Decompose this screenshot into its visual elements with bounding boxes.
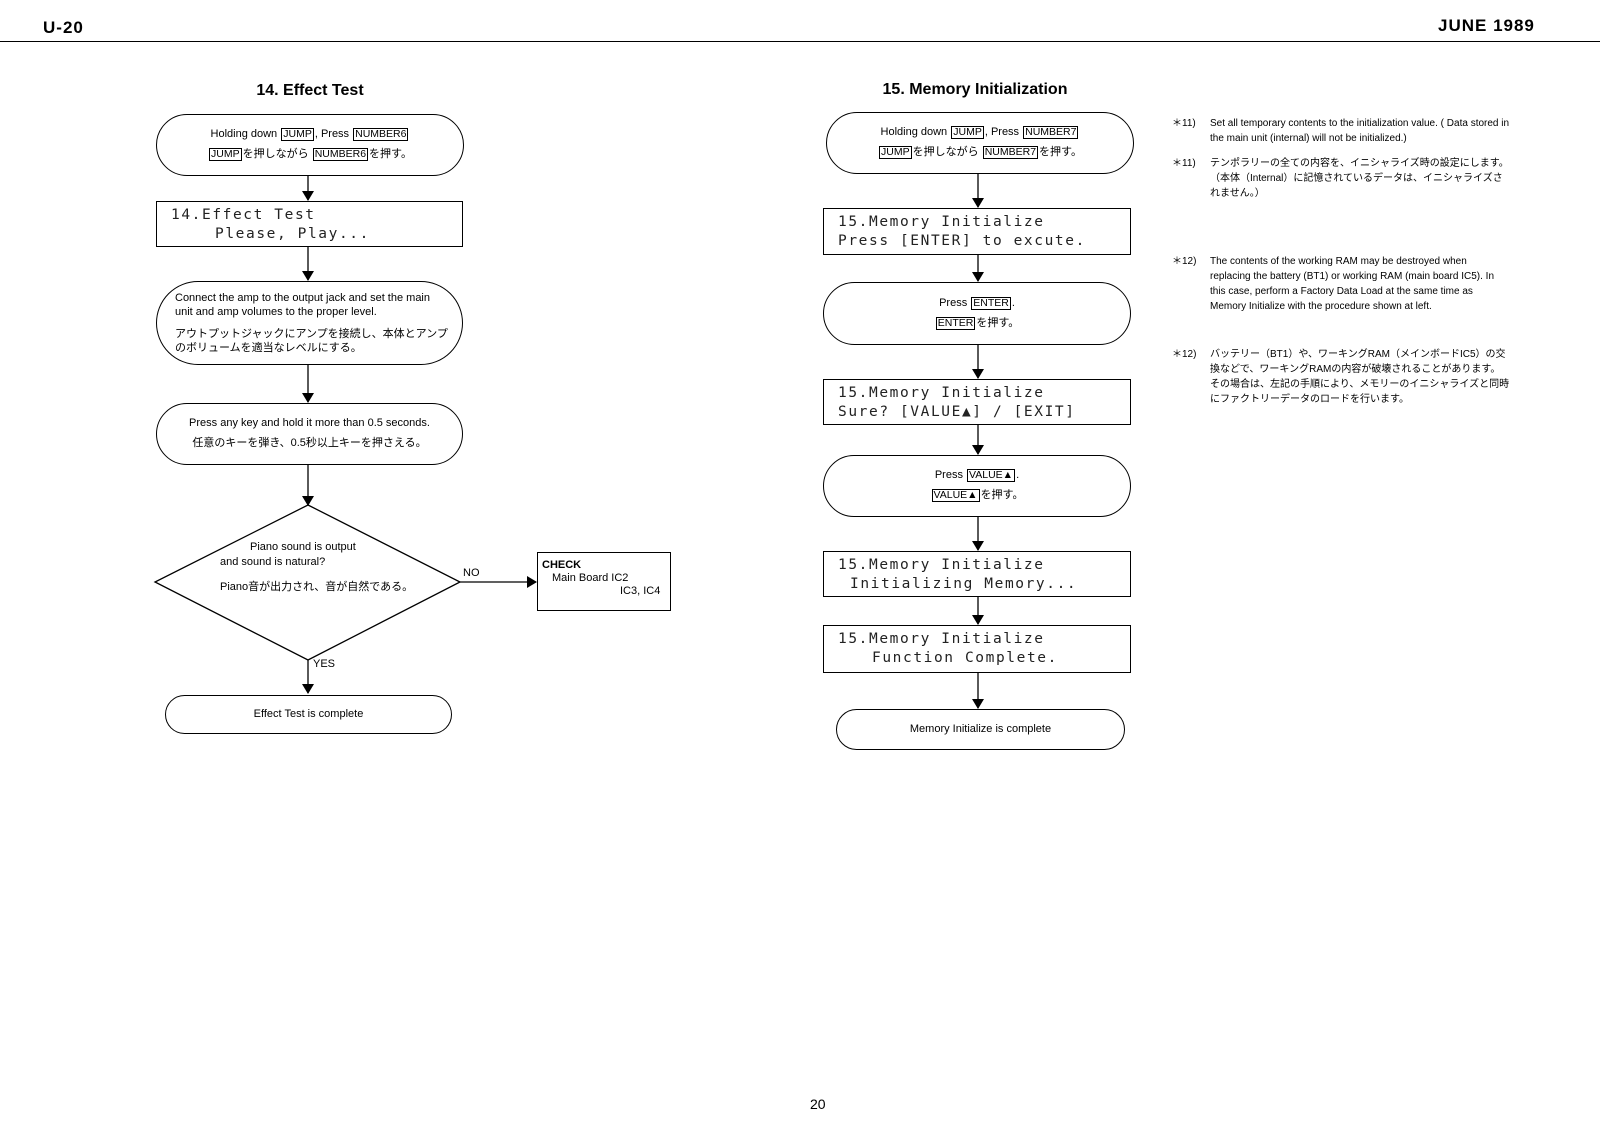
lcd-line-1: 14.Effect Test [171,207,316,223]
decision-text: Piano sound is output and sound is natur… [220,540,413,595]
start-text-jp: を押す。 [1039,146,1082,158]
connect-amp-jp: アウトプットジャックにアンプを接続し、本体とアンプのボリュームを適当なレベルにす… [175,328,448,354]
header-rule [0,41,1600,42]
decision-jp: Piano音が出力され、音が自然である。 [220,581,414,593]
lcd-line-2: Initializing Memory... [850,576,1078,592]
connect-amp-box: Connect the amp to the output jack and s… [156,281,463,365]
start-text-jp: を押しながら [242,148,309,160]
lcd-line-2: Press [ENTER] to excute. [838,233,1086,249]
lcd-line-1: 15.Memory Initialize [838,385,1045,401]
note-12-jp: ＊12) バッテリー（BT1）や、ワーキングRAM（メインボードIC5）の交換な… [1172,347,1512,411]
connect-amp-en: Connect the amp to the output jack and s… [175,292,430,318]
number7-key-label: NUMBER7 [1023,126,1079,140]
start-text: , Press [314,128,350,141]
note-text: バッテリー（BT1）や、ワーキングRAM（メインボードIC5）の交換などで、ワー… [1210,349,1510,405]
lcd-line-2: Sure? [VALUE▲] / [EXIT] [838,404,1076,420]
note-marker: ＊12) [1172,256,1197,267]
no-label: NO [463,567,480,579]
check-box: CHECK Main Board IC2 IC3, IC4 [537,552,671,611]
memory-init-end-box: Memory Initialize is complete [836,709,1125,750]
note-text: テンポラリーの全ての内容を、イニシャライズ時の設定にします。（本体（Intern… [1210,158,1509,199]
lcd-line-1: 15.Memory Initialize [838,557,1045,573]
effect-test-title: 14. Effect Test [256,82,364,99]
note-12-en: ＊12) The contents of the working RAM may… [1172,254,1512,334]
start-text-jp: を押しながら [912,146,979,158]
start-text: , Press [984,126,1020,139]
press-value-box: Press VALUE▲. VALUE▲を押す。 [823,455,1131,517]
lcd-line-1: 15.Memory Initialize [838,631,1045,647]
lcd-line-1: 15.Memory Initialize [838,214,1045,230]
manual-date: JUNE 1989 [1438,16,1535,35]
effect-test-end-text: Effect Test is complete [253,707,364,720]
note-marker: ＊12) [1172,349,1197,360]
note-marker: ＊11) [1172,118,1196,129]
press-text-jp: を押す。 [976,316,1020,329]
value-up-key-label: VALUE▲ [967,469,1016,483]
check-line-2: IC3, IC4 [620,585,661,597]
jump-key-label: JUMP [281,128,314,142]
decision-en-2: and sound is natural? [220,556,326,568]
memory-init-end-text: Memory Initialize is complete [909,722,1052,735]
number6-key-label: NUMBER6 [353,128,409,142]
note-11-jp: ＊11) テンポラリーの全ての内容を、イニシャライズ時の設定にします。（本体（I… [1172,156,1512,204]
enter-key-label: ENTER [971,296,1011,310]
value-up-key-label: VALUE▲ [931,489,980,502]
press-text: Press [934,469,963,482]
memory-init-title: 15. Memory Initialization [882,81,1068,98]
enter-key-label: ENTER [935,316,976,330]
lcd-line-2: Function Complete. [872,650,1058,666]
note-text: The contents of the working RAM may be d… [1210,256,1494,312]
press-text: Press [939,296,968,309]
number7-key-label: NUMBER7 [982,146,1039,159]
start-text: Holding down [210,128,278,141]
jump-key-label: JUMP [209,148,242,161]
check-line-1: Main Board IC2 [552,572,629,584]
decision-diamond [153,504,462,661]
press-text: . [1011,296,1015,309]
press-key-jp: 任意のキーを弾き、0.5秒以上キーを押さえる。 [192,437,427,449]
manual-model: U-20 [43,18,84,37]
check-title: CHECK [542,559,582,571]
note-marker: ＊11) [1172,158,1196,169]
press-key-en: Press any key and hold it more than 0.5 … [189,417,430,430]
start-text-jp: を押す。 [369,148,412,160]
yes-label: YES [313,658,336,670]
effect-test-end-box: Effect Test is complete [165,695,452,734]
lcd-line-2: Please, Play... [215,226,370,242]
jump-key-label: JUMP [951,126,984,140]
start-text: Holding down [880,126,948,139]
number6-key-label: NUMBER6 [312,148,369,161]
decision-en-1: Piano sound is output [250,541,356,553]
press-text-jp: を押す。 [980,489,1024,501]
press-key-box: Press any key and hold it more than 0.5 … [156,403,463,465]
note-11-en: ＊11) Set all temporary contents to the i… [1172,116,1512,188]
press-text: . [1016,469,1020,482]
jump-key-label: JUMP [879,146,912,159]
note-text: Set all temporary contents to the initia… [1210,118,1510,144]
page-number: 20 [810,1096,826,1112]
